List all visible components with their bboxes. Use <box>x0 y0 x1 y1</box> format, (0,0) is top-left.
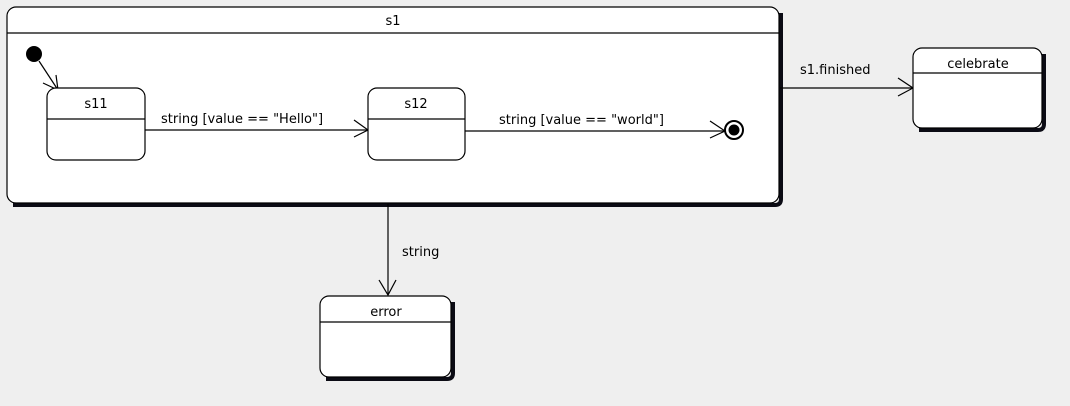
s1-to-celebrate-label: s1.finished <box>800 63 870 78</box>
s1-to-celebrate-arrowhead <box>897 77 915 97</box>
s12-title: s12 <box>404 97 427 112</box>
celebrate-title: celebrate <box>947 57 1008 72</box>
s11-to-s12-label: string [value == "Hello"] <box>161 112 323 127</box>
final-state-core <box>728 124 740 136</box>
state-celebrate[interactable]: celebrate <box>912 47 1046 132</box>
transition-s12-to-final[interactable]: string [value == "world"] <box>465 113 727 139</box>
s12-body <box>368 88 465 160</box>
s11-outline <box>46 87 146 161</box>
initial-state-icon <box>26 46 42 62</box>
s12-outline <box>367 87 466 161</box>
celebrate-outline <box>912 47 1043 129</box>
s12-to-final-label: string [value == "world"] <box>499 113 664 128</box>
state-s12[interactable]: s12 <box>367 87 466 161</box>
s1-to-error-label: string <box>402 245 439 260</box>
state-s11[interactable]: s11 <box>46 87 146 161</box>
error-title: error <box>370 305 402 320</box>
s1-outline <box>6 6 780 204</box>
error-body <box>320 296 451 377</box>
transition-s11-to-s12[interactable]: string [value == "Hello"] <box>145 112 370 138</box>
celebrate-body <box>913 48 1042 128</box>
initial-to-s11-line <box>38 60 59 91</box>
initial-pseudostate[interactable] <box>26 46 42 62</box>
transition-s1-to-error[interactable]: string <box>378 204 439 297</box>
s11-body <box>47 88 145 160</box>
s11-title: s11 <box>84 97 107 112</box>
transition-s1-to-celebrate[interactable]: s1.finished <box>780 63 915 97</box>
state-error[interactable]: error <box>319 295 455 381</box>
error-outline <box>319 295 452 378</box>
final-pseudostate[interactable] <box>724 120 744 140</box>
s1-title: s1 <box>385 14 400 29</box>
s1-to-error-arrowhead <box>378 279 397 297</box>
